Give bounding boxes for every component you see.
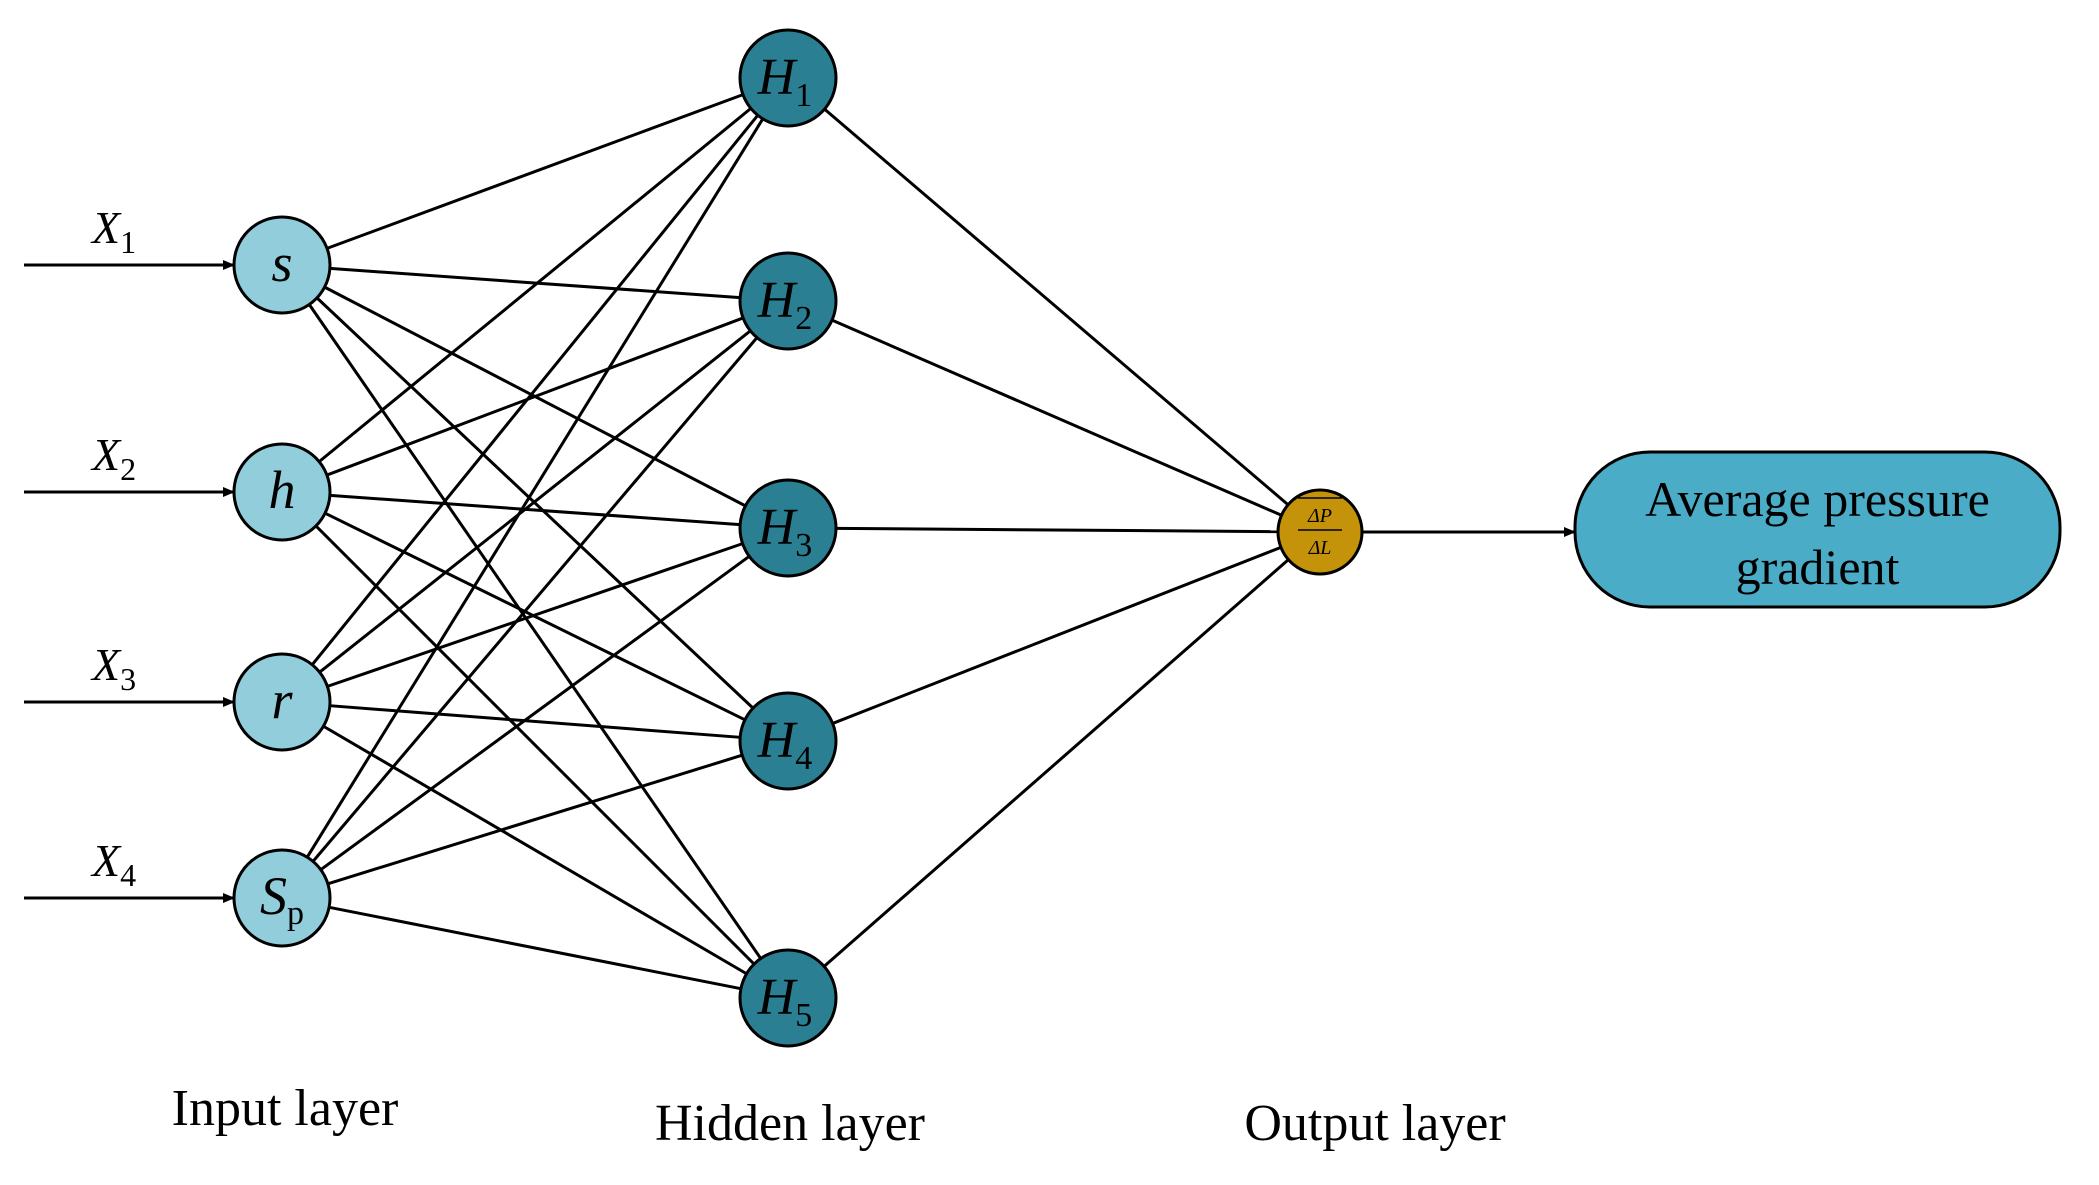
edge-input-2-hidden-3 xyxy=(329,493,741,527)
edge-input-2-hidden-5 xyxy=(314,524,756,966)
input-variable-label: X3 xyxy=(90,639,136,697)
edge-input-1-hidden-5 xyxy=(308,303,762,960)
edge-input-4-hidden-4 xyxy=(327,753,743,886)
input-node-label: s xyxy=(271,233,292,293)
result-label-line2: gradient xyxy=(1736,539,1900,595)
edge-input-1-hidden-1 xyxy=(326,93,744,250)
result-label-line1: Average pressure xyxy=(1645,471,1990,527)
edge-input-1-hidden-2 xyxy=(329,266,741,300)
input-node-label: h xyxy=(269,460,296,520)
edge-input-3-hidden-3 xyxy=(326,542,744,688)
edge-input-3-hidden-5 xyxy=(322,724,748,976)
edge-input-2-hidden-1 xyxy=(318,107,752,463)
edge-input-3-hidden-1 xyxy=(311,114,759,666)
hidden-node: H5 xyxy=(738,948,838,1048)
layer-label-hidden: Hidden layer xyxy=(655,1095,925,1152)
output-numerator: ΔP xyxy=(1307,505,1332,527)
input-node-label: Sp xyxy=(260,866,304,932)
edge-input-2-hidden-2 xyxy=(326,316,744,477)
input-variable-label: X1 xyxy=(90,202,136,260)
input-variable-label: X2 xyxy=(90,429,136,487)
edge-hidden-4-output xyxy=(832,545,1282,725)
hidden-node-label: H3 xyxy=(757,499,813,564)
edge-input-3-hidden-2 xyxy=(318,329,752,674)
hidden-node: H2 xyxy=(738,251,838,351)
layer-label-output: Output layer xyxy=(1244,1095,1505,1152)
hidden-node-label: H1 xyxy=(757,49,813,114)
output-node: ΔP ΔL xyxy=(1276,488,1364,576)
edge-input-4-hidden-5 xyxy=(328,905,742,991)
hidden-node-label: H4 xyxy=(757,712,813,777)
arrows xyxy=(24,260,1576,903)
input-node: r xyxy=(232,652,332,752)
edge-hidden-3-output xyxy=(835,526,1279,534)
input-node: Sp xyxy=(232,848,332,948)
edge-input-4-hidden-3 xyxy=(319,555,751,871)
edge-hidden-1-output xyxy=(823,108,1290,506)
input-node: h xyxy=(232,442,332,542)
result-box: Average pressure gradient xyxy=(1573,450,2062,609)
edge-input-4-hidden-1 xyxy=(305,118,765,858)
layer-label-input: Input layer xyxy=(172,1080,399,1137)
input-node-label: r xyxy=(271,670,293,730)
hidden-node-label: H5 xyxy=(757,969,813,1034)
hidden-node-label: H2 xyxy=(757,272,813,337)
hidden-node: H3 xyxy=(738,478,838,578)
edge-input-4-hidden-2 xyxy=(311,336,759,863)
edge-hidden-5-output xyxy=(823,558,1290,968)
input-variable-label: X4 xyxy=(90,835,136,893)
connections xyxy=(305,93,1290,991)
hidden-node: H1 xyxy=(738,28,838,128)
output-denominator: ΔL xyxy=(1308,537,1332,559)
edge-hidden-2-output xyxy=(831,318,1283,517)
hidden-node: H4 xyxy=(738,691,838,791)
input-node: s xyxy=(232,215,332,315)
